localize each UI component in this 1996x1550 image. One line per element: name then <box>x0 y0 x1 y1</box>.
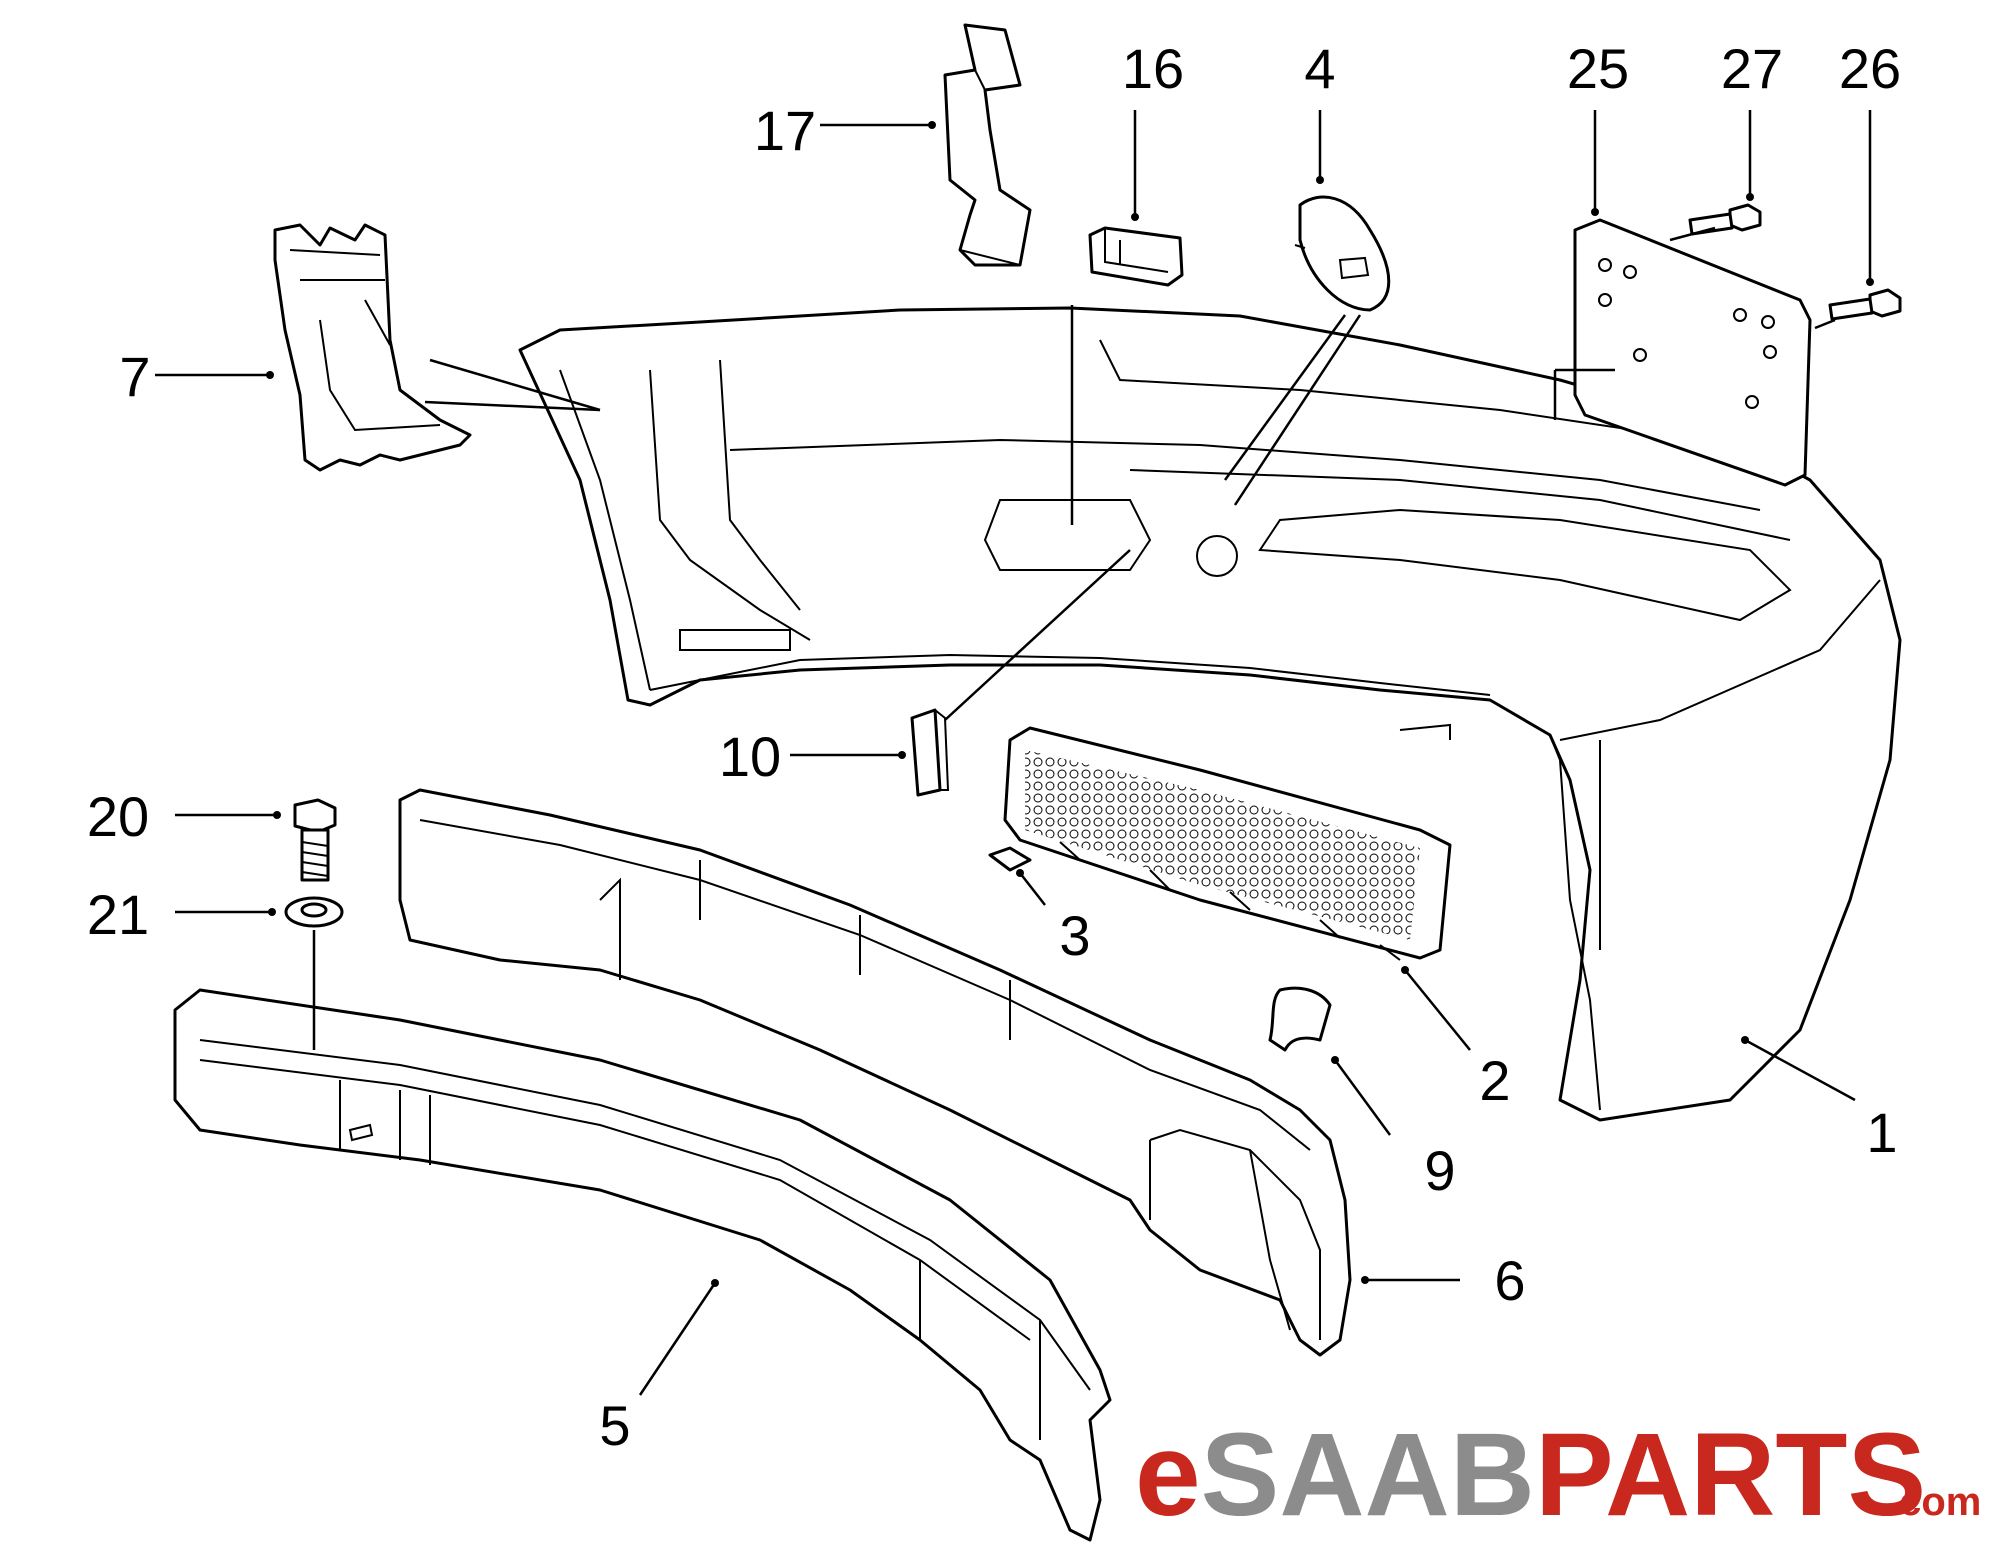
leader-dots <box>266 121 1874 1287</box>
callout-3: 3 <box>1059 904 1090 967</box>
part-2-grille <box>1003 726 1452 961</box>
part-27-screw <box>1688 203 1762 236</box>
logo-e: e <box>1135 1409 1201 1541</box>
part-9-clip <box>1268 986 1332 1052</box>
part-6-energy-absorber <box>398 788 1352 1357</box>
callout-6: 6 <box>1494 1249 1525 1312</box>
part-20-bolt <box>293 798 337 882</box>
callout-9: 9 <box>1424 1139 1455 1202</box>
logo-wordmark: eSAABPARTS <box>1135 1409 1926 1541</box>
part-4-cover-cap <box>1294 195 1391 312</box>
callout-7: 7 <box>119 345 150 408</box>
part-26-screw <box>1828 288 1902 321</box>
part-5-lower-trim <box>173 988 1112 1542</box>
callout-21: 21 <box>87 883 149 946</box>
callout-16: 16 <box>1122 37 1184 100</box>
part-21-washer <box>284 896 344 928</box>
callout-labels: 1 2 3 4 5 6 7 9 10 16 17 20 21 25 26 27 <box>87 37 1901 1457</box>
part-1-bumper-cover <box>518 306 1902 1122</box>
part-17-strap-bracket <box>943 23 1032 267</box>
callout-2: 2 <box>1479 1049 1510 1112</box>
callout-17: 17 <box>754 99 816 162</box>
part-10-pad <box>910 708 950 797</box>
part-3-clip <box>988 846 1032 872</box>
part-25-plate-bracket <box>1573 218 1812 487</box>
callout-20: 20 <box>87 785 149 848</box>
logo-dotcom: .com <box>1888 1480 1981 1524</box>
esaabparts-logo[interactable]: eSAABPARTS .com <box>1135 1409 1981 1541</box>
logo-saab: SAAB <box>1201 1409 1535 1541</box>
callout-5: 5 <box>599 1394 630 1457</box>
part-7-side-bracket <box>273 223 472 472</box>
callout-25: 25 <box>1567 37 1629 100</box>
leader-lines <box>155 110 1872 1396</box>
callout-27: 27 <box>1721 37 1783 100</box>
callout-10: 10 <box>719 725 781 788</box>
logo-parts: PARTS <box>1535 1409 1926 1541</box>
callout-26: 26 <box>1839 37 1901 100</box>
part-16-foam-block <box>1088 226 1184 287</box>
callout-4: 4 <box>1304 37 1335 100</box>
callout-1: 1 <box>1866 1101 1897 1164</box>
